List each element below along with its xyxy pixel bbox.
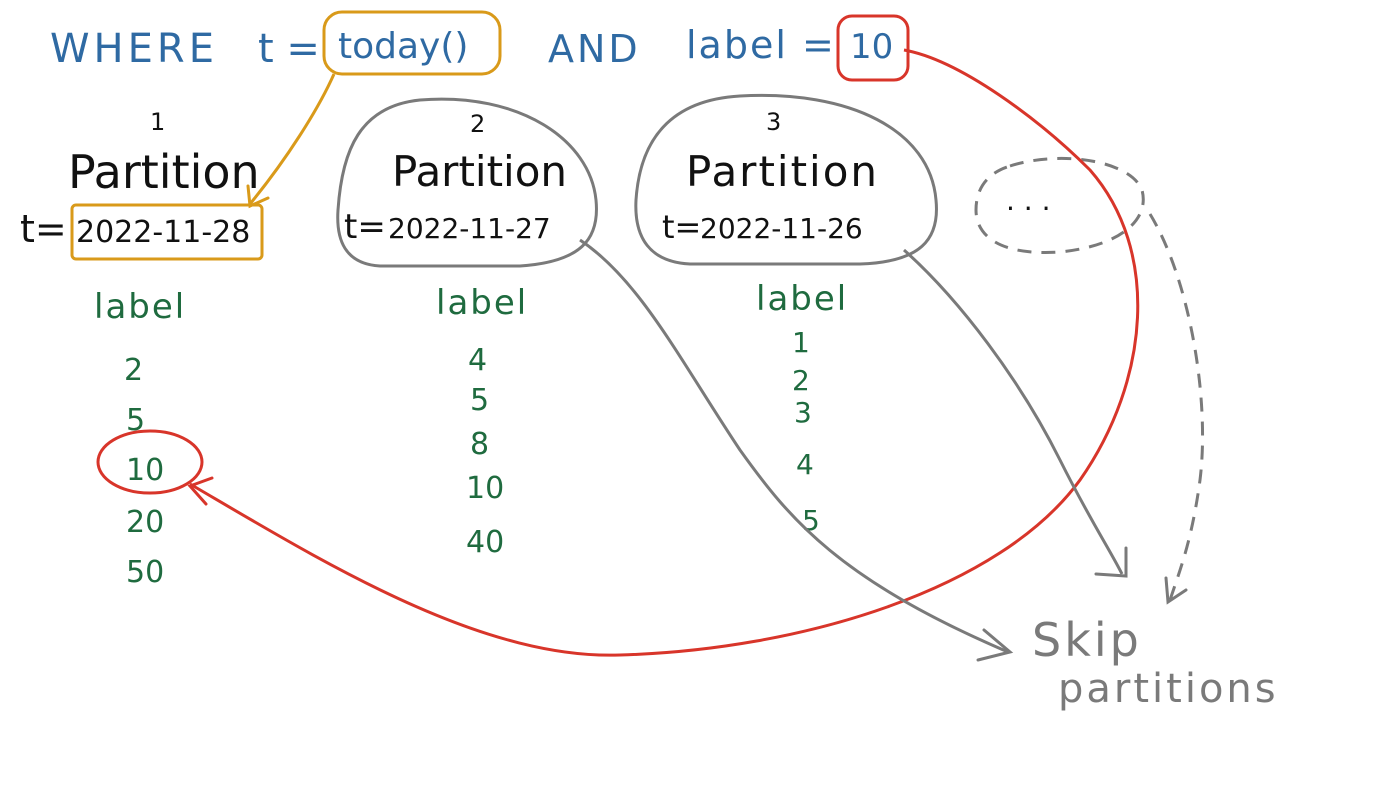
query-label-value: 10	[850, 27, 893, 67]
partition-1-label-0: 2	[124, 353, 143, 388]
partition-2-skip-arrow	[579, 238, 1014, 662]
skip-line-1: Skip	[1032, 613, 1142, 667]
partition-2-blob	[336, 97, 598, 268]
partition-1-label-3: 20	[126, 505, 164, 540]
partition-1-number: 1	[150, 108, 165, 136]
partition-1-label-1: 5	[126, 403, 145, 438]
label-value-highlight-box	[836, 14, 910, 82]
more-partitions: . . .	[974, 156, 1145, 255]
partition-1-label-4: 50	[126, 555, 164, 590]
partition-2-t-prefix: t=	[344, 207, 386, 247]
label-value-to-match-arrow	[187, 48, 1140, 657]
partition-2-number: 2	[470, 110, 485, 138]
partition-3-label-1: 2	[792, 364, 810, 397]
query-and: AND	[548, 27, 641, 71]
partition-2-label-0: 4	[468, 343, 487, 378]
partition-3-label-header: label	[756, 279, 848, 319]
query-line: WHERE t = today() AND label = 10	[50, 10, 910, 82]
query-where: WHERE	[50, 26, 218, 72]
partition-1-date-highlight-box	[70, 203, 264, 261]
partition-1: 1 Partition t= 2022-11-28 label 2 5 10 2…	[20, 108, 264, 590]
partition-1-title: Partition	[68, 145, 260, 199]
partition-2: 2 Partition t= 2022-11-27 label 4 5 8 10…	[336, 97, 598, 560]
partition-3-blob	[634, 93, 938, 266]
partition-2-label-3: 10	[466, 471, 504, 506]
partition-2-title: Partition	[392, 147, 567, 196]
partition-3-title: Partition	[686, 147, 879, 196]
partition-3-label-0: 1	[792, 326, 810, 359]
partition-1-match-highlight	[96, 429, 204, 495]
skip-line-2: partitions	[1058, 666, 1279, 712]
partition-3-number: 3	[766, 108, 781, 136]
partition-3: 3 Partition t= 2022-11-26 label 1 2 3 4 …	[634, 93, 938, 537]
partition-3-label-3: 4	[796, 448, 814, 481]
partition-2-label-header: label	[436, 283, 528, 323]
query-today: today()	[338, 26, 468, 67]
partition-3-t-prefix: t=	[662, 208, 701, 246]
partition-2-label-1: 5	[470, 383, 489, 418]
today-highlight-box	[322, 10, 502, 76]
query-t-clause: t =	[258, 26, 320, 72]
partition-3-label-2: 3	[794, 396, 812, 429]
partition-3-date: 2022-11-26	[700, 212, 863, 245]
partition-1-date: 2022-11-28	[76, 215, 250, 250]
partition-2-date: 2022-11-27	[388, 212, 551, 245]
more-partitions-skip-arrow	[1148, 213, 1205, 605]
partition-3-skip-arrow	[903, 248, 1128, 578]
more-partitions-dashed-blob	[974, 156, 1145, 255]
more-partitions-ellipsis: . . .	[1006, 184, 1051, 217]
partition-1-label-header: label	[94, 287, 186, 327]
partition-2-label-4: 40	[466, 525, 504, 560]
skip-partitions-label: Skip partitions	[1032, 613, 1279, 712]
query-label-clause: label =	[686, 23, 836, 67]
partition-1-t-prefix: t=	[20, 207, 67, 251]
today-to-partition-1-arrow	[246, 73, 336, 209]
partition-2-label-2: 8	[470, 427, 489, 462]
partition-1-label-2: 10	[126, 453, 164, 488]
